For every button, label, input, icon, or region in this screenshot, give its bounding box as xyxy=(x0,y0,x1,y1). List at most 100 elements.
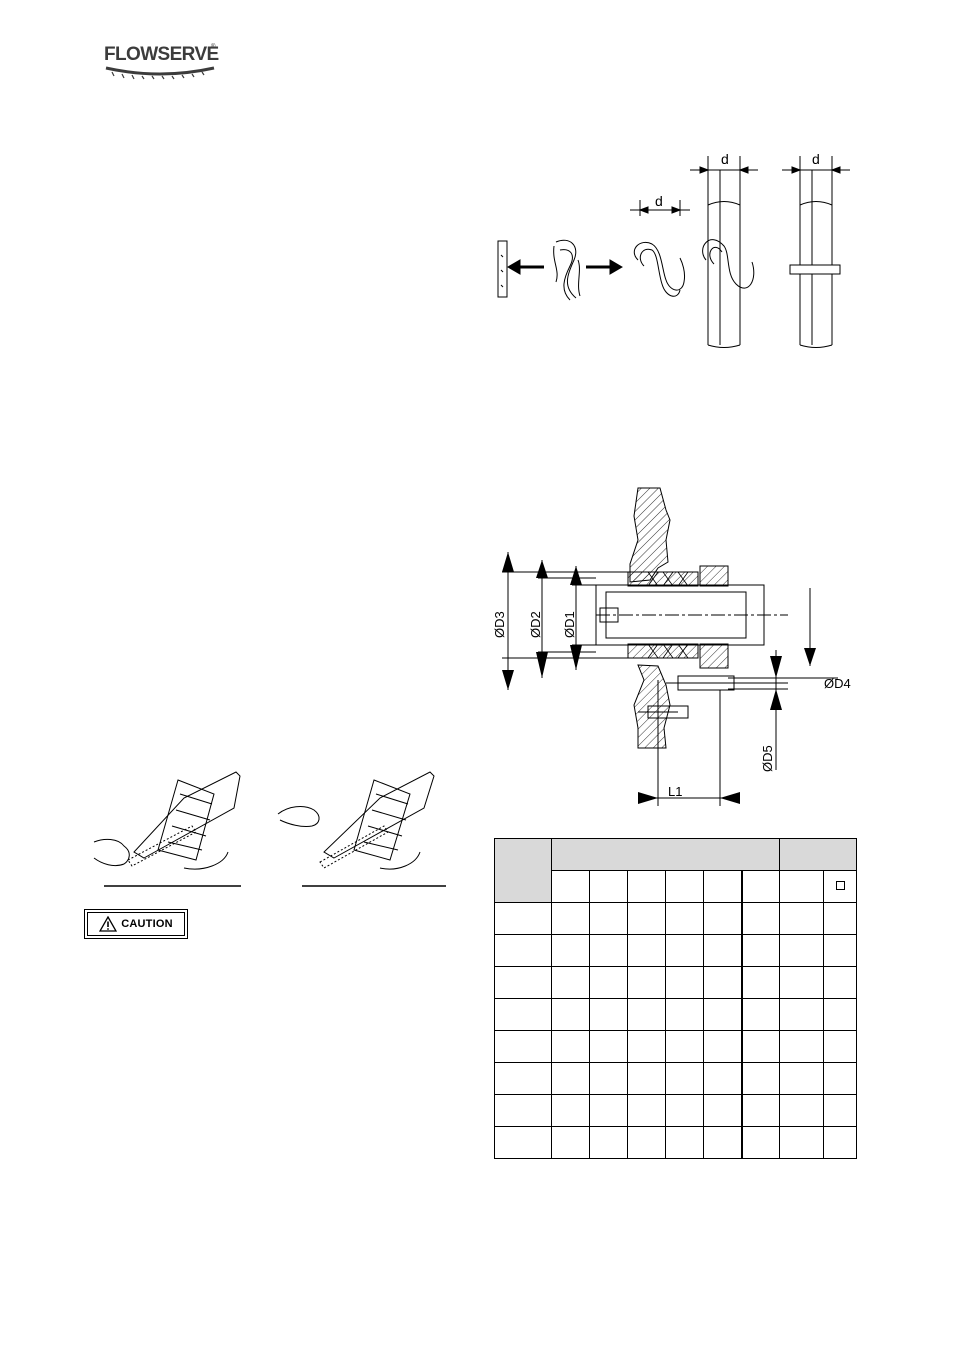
table-cell xyxy=(627,966,666,999)
table-cell xyxy=(551,1094,590,1127)
table-subheader-cell xyxy=(703,870,742,903)
dimensions-table xyxy=(494,838,857,1159)
table-cell xyxy=(494,1126,552,1159)
table-cell xyxy=(779,1126,824,1159)
table-row xyxy=(494,1030,857,1063)
table-cell xyxy=(589,998,628,1031)
table-cell xyxy=(779,1094,824,1127)
packing-cutting-illustrations xyxy=(84,768,464,890)
logo-text: FLOWSERVE xyxy=(104,44,219,65)
table-cell xyxy=(779,966,824,999)
warning-triangle-icon xyxy=(99,916,118,932)
dim-d1-label: ØD1 xyxy=(562,611,577,638)
table-subheader-cell xyxy=(665,870,704,903)
dim-l1-label: L1 xyxy=(668,784,682,799)
table-cell xyxy=(823,998,857,1031)
table-group-header xyxy=(551,838,780,871)
stuffing-box-diagram: ØD3 ØD2 ØD1 ØD4 ØD5 L1 xyxy=(492,487,851,806)
table-cell xyxy=(589,1094,628,1127)
stuffing-box-figure: ØD3 ØD2 ØD1 ØD4 ØD5 L1 xyxy=(488,480,868,810)
dim-d4-label: ØD4 xyxy=(824,676,851,691)
table-cell xyxy=(703,998,742,1031)
table-cell xyxy=(494,902,552,935)
table-cell xyxy=(823,1126,857,1159)
table-cell xyxy=(494,934,552,967)
table-cell xyxy=(665,902,704,935)
table-cell xyxy=(665,998,704,1031)
table-corner-cell xyxy=(494,838,552,903)
table-cell xyxy=(589,902,628,935)
table-cell xyxy=(779,934,824,967)
table-cell xyxy=(703,1126,742,1159)
dim-d2-label: ØD2 xyxy=(528,611,543,638)
ring-d-label-2: d xyxy=(721,151,729,167)
table-subheader-cell xyxy=(551,870,590,903)
table-cell xyxy=(627,902,666,935)
table-subheader-cell xyxy=(627,870,666,903)
table-cell xyxy=(627,1126,666,1159)
table-cell xyxy=(823,1094,857,1127)
table-cell xyxy=(703,966,742,999)
table-cell xyxy=(703,934,742,967)
table-cell xyxy=(494,1030,552,1063)
table-subheader-cell xyxy=(779,870,824,903)
table-cell xyxy=(779,998,824,1031)
table-cell xyxy=(494,1062,552,1095)
table-cell xyxy=(551,934,590,967)
table-cell xyxy=(665,934,704,967)
table-cell xyxy=(494,966,552,999)
table-cell xyxy=(779,902,824,935)
table-cell xyxy=(740,998,780,1031)
table-cell xyxy=(589,966,628,999)
table-cell xyxy=(589,1062,628,1095)
table-cell xyxy=(823,902,857,935)
packing-ring-diagram: d d d xyxy=(497,151,850,348)
table-subheader-cell xyxy=(589,870,628,903)
table-cell xyxy=(551,902,590,935)
table-cell xyxy=(551,1062,590,1095)
table-cell xyxy=(823,934,857,967)
table-cell xyxy=(740,1030,780,1063)
table-group-header-right xyxy=(779,838,857,871)
table-cell xyxy=(551,998,590,1031)
table-cell xyxy=(627,1062,666,1095)
table-row xyxy=(494,902,857,935)
table-row xyxy=(494,1094,857,1127)
table-cell xyxy=(823,966,857,999)
ring-d-label-3: d xyxy=(812,151,820,167)
logo-swoosh-icon xyxy=(105,66,215,80)
table-row xyxy=(494,1126,857,1159)
table-cell xyxy=(551,1030,590,1063)
table-subheader-cell xyxy=(823,870,857,903)
checkbox-icon xyxy=(835,880,845,890)
table-cell xyxy=(740,1126,780,1159)
table-cell xyxy=(779,1030,824,1063)
table-header-row xyxy=(494,838,857,903)
table-cell xyxy=(589,1030,628,1063)
packing-ring-figure: d d d xyxy=(490,150,860,350)
table-cell xyxy=(551,966,590,999)
table-cell xyxy=(703,1030,742,1063)
table-cell xyxy=(740,966,780,999)
dim-d5-label: ØD5 xyxy=(760,745,775,772)
table-cell xyxy=(627,934,666,967)
table-row xyxy=(494,966,857,999)
table-row xyxy=(494,998,857,1031)
table-cell xyxy=(627,998,666,1031)
table-cell xyxy=(551,1126,590,1159)
table-cell xyxy=(494,998,552,1031)
caution-text: CAUTION xyxy=(121,918,173,930)
table-cell xyxy=(703,902,742,935)
table-row xyxy=(494,934,857,967)
table-cell xyxy=(740,1062,780,1095)
table-row xyxy=(494,1062,857,1095)
table-cell xyxy=(823,1030,857,1063)
flowserve-logo: FLOWSERVE ® xyxy=(104,38,219,82)
table-subheader-row xyxy=(495,870,857,903)
table-cell xyxy=(665,966,704,999)
hands-cutting-diagram xyxy=(93,771,446,887)
table-subheader-cell xyxy=(740,870,780,903)
table-cell xyxy=(589,934,628,967)
table-cell xyxy=(740,934,780,967)
table-cell xyxy=(665,1094,704,1127)
